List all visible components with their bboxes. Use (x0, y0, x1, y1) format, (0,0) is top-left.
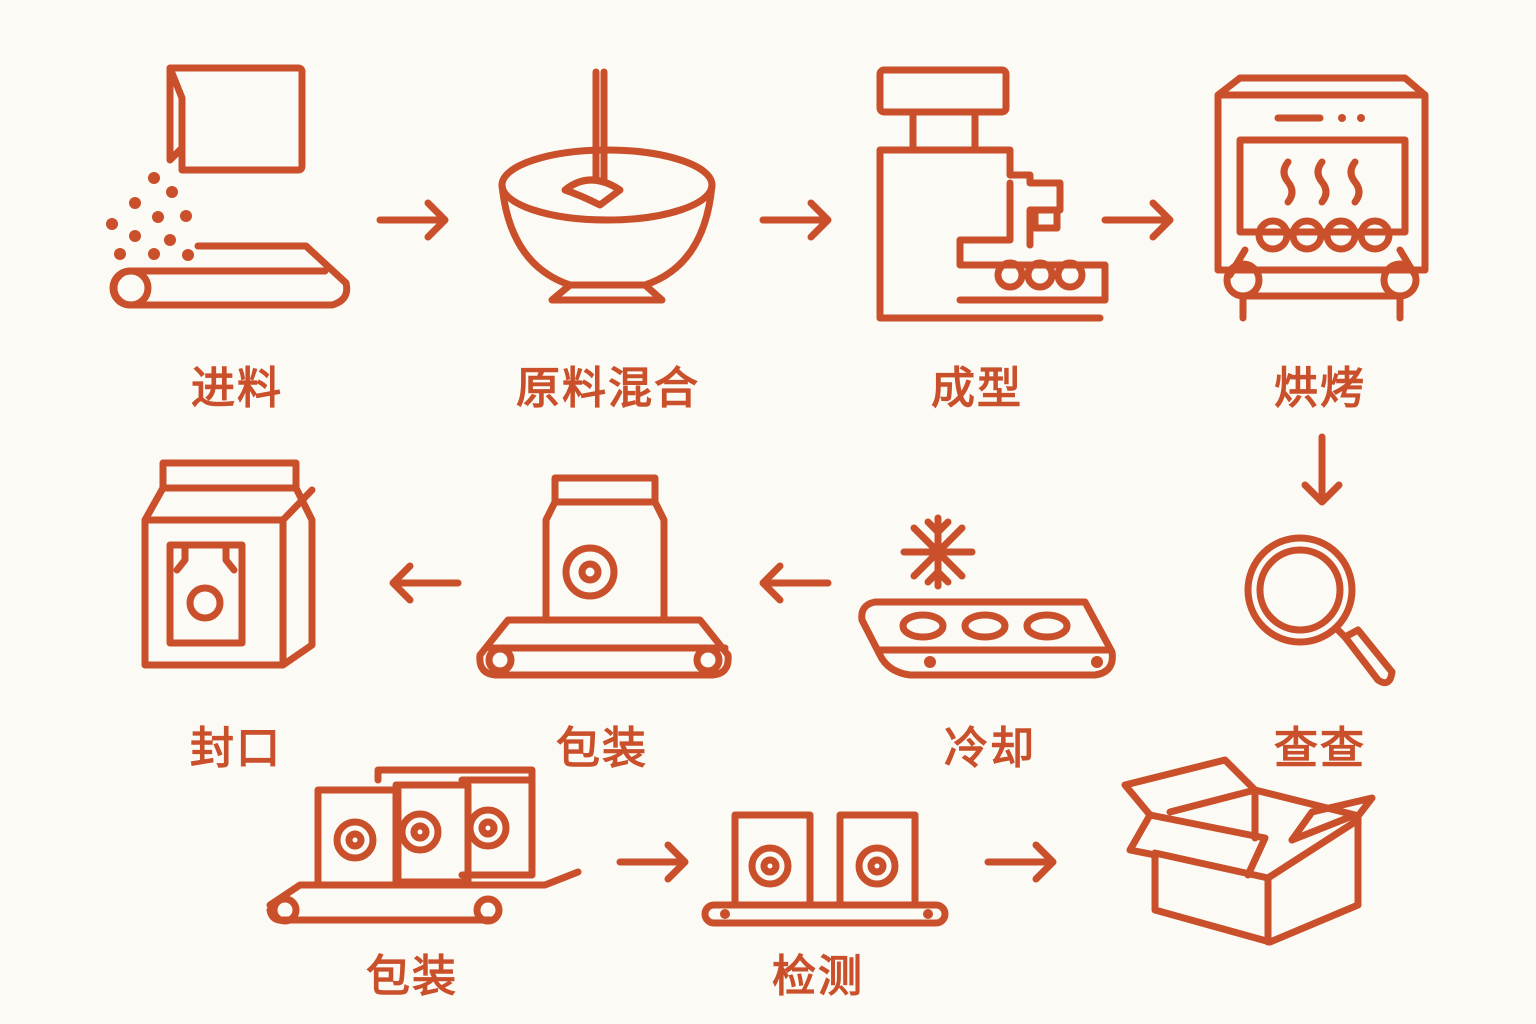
step-label-packaging: 包装 (556, 723, 648, 774)
open-box-icon (1121, 756, 1376, 946)
inspection-conveyor-icon (701, 811, 949, 927)
oven-icon (1214, 74, 1429, 322)
step-label-cooling: 冷却 (944, 723, 1036, 774)
step-label-packaging-2: 包装 (366, 951, 458, 1002)
arrow-left (759, 562, 832, 604)
arrow-right (376, 199, 449, 241)
feeding-icon (106, 64, 351, 309)
step-label-detection: 检测 (772, 951, 864, 1002)
arrow-left (389, 562, 462, 604)
arrow-right (759, 199, 832, 241)
flow-arrows (376, 199, 1343, 883)
mixing-bowl-icon (498, 68, 716, 304)
bag-conveyor-icon (476, 474, 732, 679)
arrow-right (616, 841, 689, 883)
arrow-down (1301, 433, 1343, 506)
step-label-feeding: 进料 (191, 363, 283, 414)
multi-bag-conveyor-icon (266, 766, 582, 925)
arrow-right (984, 841, 1057, 883)
forming-machine-icon (876, 66, 1109, 322)
cooling-conveyor-icon (858, 514, 1116, 679)
magnifier-icon (1244, 534, 1396, 687)
step-label-baking: 烘烤 (1274, 363, 1366, 414)
step-label-inspect: 查查 (1274, 723, 1366, 774)
step-label-mixing: 原料混合 (516, 363, 700, 414)
sealed-box-icon (141, 459, 316, 669)
arrow-right (1101, 199, 1174, 241)
step-label-forming: 成型 (931, 363, 1023, 414)
step-label-sealing: 封口 (190, 723, 282, 774)
